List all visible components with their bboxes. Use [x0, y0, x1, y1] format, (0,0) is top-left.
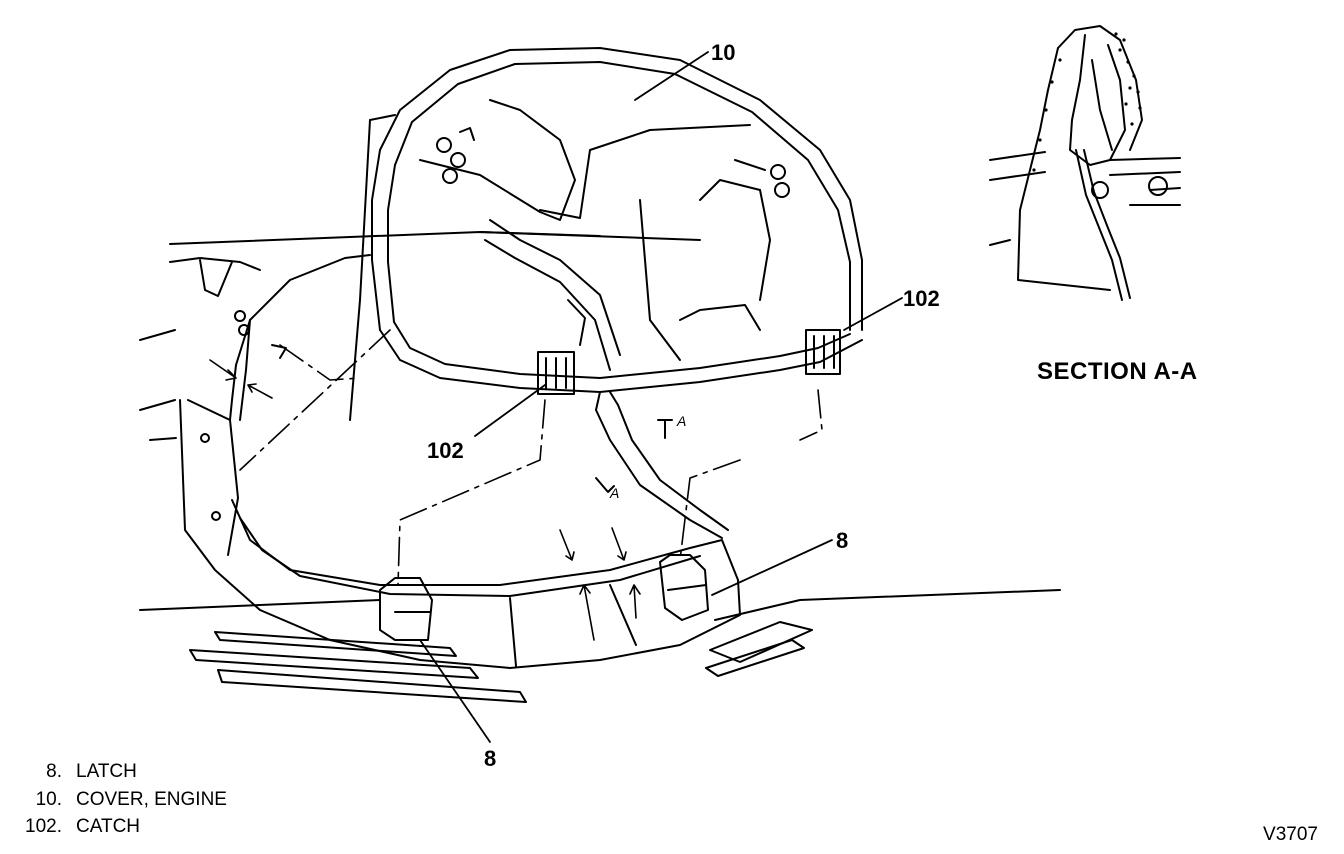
- callout-latch-bottom: 8: [484, 746, 496, 771]
- bolt-floor-left: [234, 310, 287, 359]
- legend-label: COVER, ENGINE: [76, 788, 227, 810]
- catch-left: [537, 299, 586, 395]
- legend-number: 8.: [46, 761, 62, 782]
- callout-cover-engine: 10: [711, 40, 735, 65]
- legend-label: LATCH: [76, 761, 137, 782]
- callout-catch-right: 102: [903, 286, 940, 311]
- section-marker-upper: A: [676, 413, 686, 429]
- callout-latch-right: 8: [836, 528, 848, 553]
- bolt-left: [436, 127, 475, 184]
- section-cut-marker-upper: [657, 419, 673, 439]
- section-marker-lower: A: [609, 485, 619, 501]
- alignment-lines: [239, 329, 823, 586]
- callout-catch-left: 102: [427, 438, 464, 463]
- section-a-a-detail: [989, 25, 1181, 301]
- bolt-right: [734, 159, 790, 198]
- legend-item: 8. LATCH: [14, 758, 227, 786]
- legend-item: 10. COVER, ENGINE: [14, 786, 227, 814]
- legend-label: CATCH: [76, 816, 141, 837]
- latch-right: [659, 554, 709, 621]
- legend-number: 102.: [25, 816, 62, 837]
- section-a-a-texture: [1032, 32, 1142, 172]
- legend-item: 102. CATCH: [14, 813, 227, 841]
- guide-arrows: [209, 359, 641, 641]
- catch-right: [805, 329, 841, 375]
- vehicle-body-lines: [139, 231, 1061, 621]
- engine-cover-shell: [349, 47, 863, 421]
- legend-number: 10.: [35, 788, 62, 810]
- latch-bottom: [379, 577, 433, 641]
- figure-code: V3707: [1263, 824, 1318, 845]
- leader-lines: [419, 51, 903, 743]
- floor-slots: [189, 621, 813, 703]
- parts-legend: 8. LATCH 10. COVER, ENGINE 102. CATCH: [14, 758, 227, 841]
- section-cut-marker-lower: [595, 477, 615, 493]
- section-title: SECTION A-A: [1037, 358, 1198, 385]
- floor-well: [179, 254, 741, 669]
